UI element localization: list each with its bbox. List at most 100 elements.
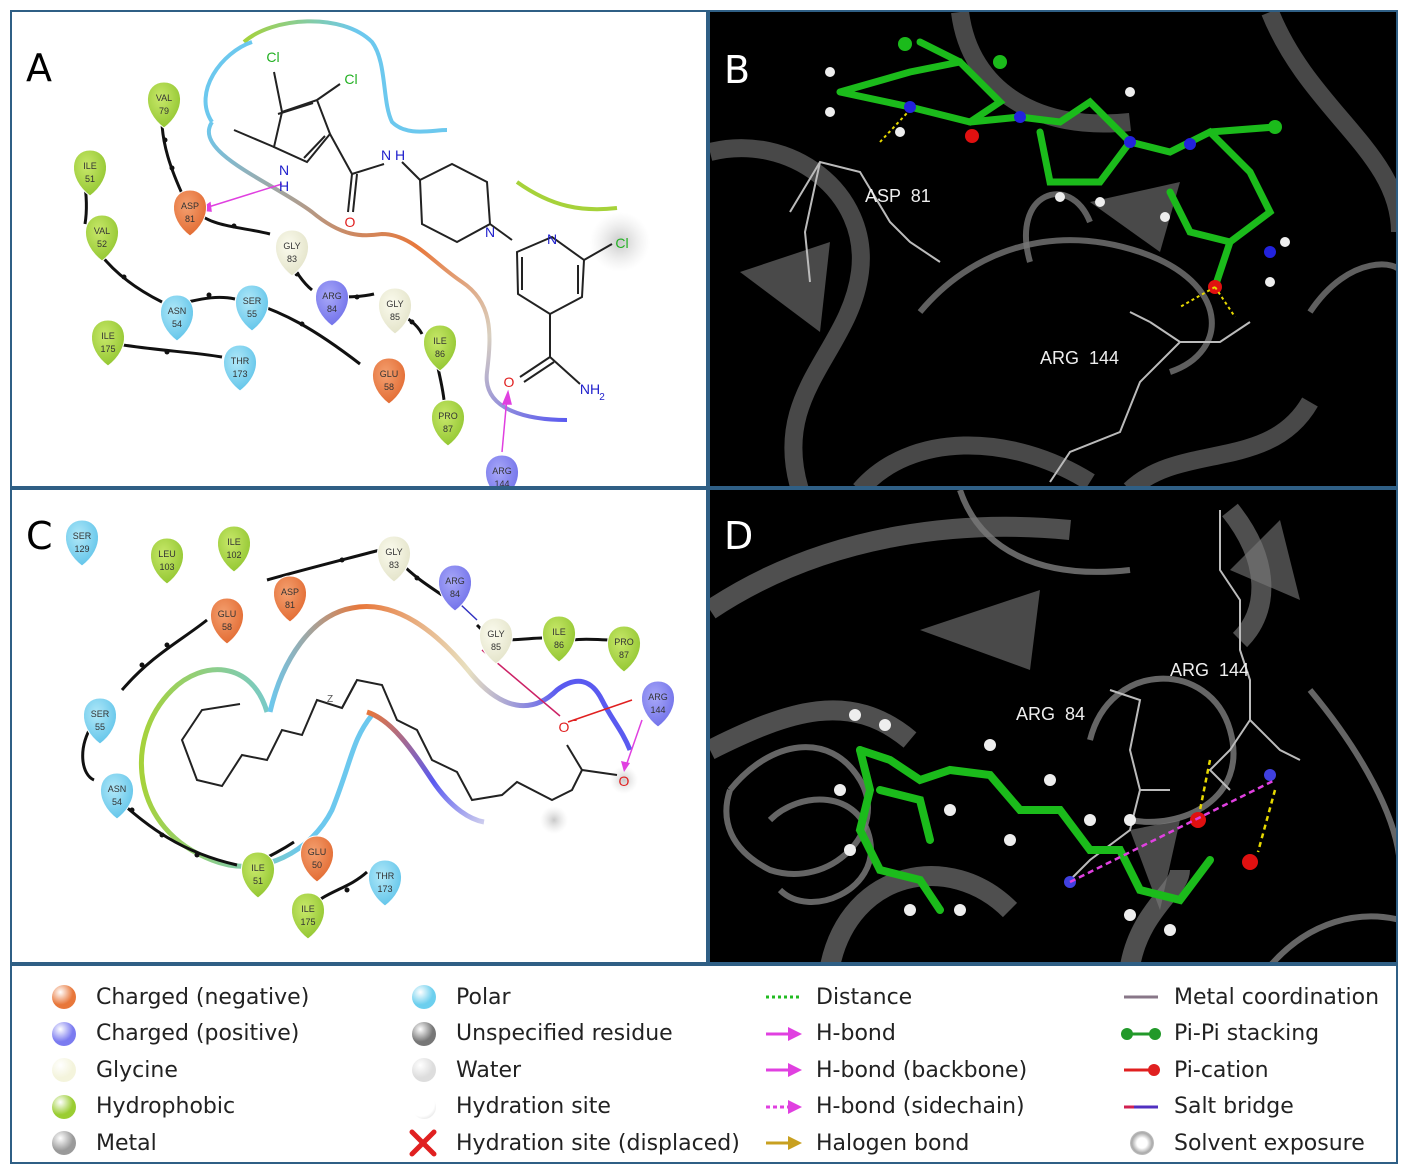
backbone-trace (81, 548, 613, 912)
residue-number: 51 (253, 876, 263, 886)
ligand-atoms (825, 37, 1290, 294)
residue-glyph (173, 189, 207, 237)
atom-label: 2 (599, 392, 605, 403)
residue-number: 83 (389, 560, 399, 570)
residue-number: 175 (300, 917, 315, 927)
legend-symbol-ball-icon (40, 1126, 86, 1160)
legend-symbol-cross-icon (400, 1126, 446, 1160)
atom-label: O (619, 773, 630, 789)
atom-label: N (547, 231, 557, 247)
atom-label: - (573, 711, 578, 727)
residue-name: GLY (283, 241, 300, 251)
residue-glyph (423, 324, 457, 372)
atom-label: N (279, 162, 289, 178)
residue-label-arg84: ARG 84 (1016, 704, 1085, 724)
residue-glyph (273, 575, 307, 623)
residue-name: ARG (492, 466, 512, 476)
legend-symbol-line-icon (1118, 980, 1164, 1014)
legend-symbol-hydration-icon (400, 1090, 446, 1124)
legend-symbol-solvent-icon (1118, 1126, 1164, 1160)
legend-symbol-arrow-icon (760, 1126, 806, 1160)
pocket-contour (203, 40, 253, 124)
residue-glyph (147, 81, 181, 129)
legend-label: H-bond (816, 1021, 896, 1046)
residue-name: LEU (158, 549, 176, 559)
residue-number: 54 (112, 797, 122, 807)
residue-number: 52 (97, 239, 107, 249)
solvent-exposure-marker (590, 212, 650, 272)
legend-item: Solvent exposure (1118, 1126, 1365, 1160)
legend-symbol-ball-icon (40, 980, 86, 1014)
legend-item: Distance (760, 980, 912, 1014)
panel-c-ligand-interaction-diagram: C (10, 488, 708, 964)
legend-item: Glycine (40, 1053, 178, 1087)
legend-label: H-bond (backbone) (816, 1057, 1028, 1083)
ligand-sticks (836, 38, 1279, 291)
residue-label-asp81: ASP 81 (865, 186, 931, 206)
legend-item: Water (400, 1053, 521, 1087)
residue-glyph (210, 597, 244, 645)
atom-label: O (559, 719, 570, 735)
ligand-chain (180, 678, 618, 802)
residue-number: 103 (159, 562, 174, 572)
residue-number: 85 (491, 642, 501, 652)
legend-symbol-ball-icon (400, 980, 446, 1014)
legend-symbol-dasharrow-icon (760, 1090, 806, 1124)
residue-glyph (315, 279, 349, 327)
residue-number: 55 (95, 722, 105, 732)
residue-glyph (368, 859, 402, 907)
residue-name: SER (91, 709, 110, 719)
residue-name: SER (73, 531, 92, 541)
residue-name: GLY (487, 629, 504, 639)
residue-number: 144 (650, 705, 665, 715)
residue-glyph (479, 617, 513, 665)
residue-glyph (217, 525, 251, 573)
legend-item: Hydrophobic (40, 1090, 235, 1124)
legend-item: H-bond (sidechain) (760, 1090, 1025, 1124)
atom-label: Z (327, 694, 333, 705)
residue-leu103: LEU 103 (150, 537, 184, 585)
legend-label: Hydration site (456, 1094, 611, 1119)
panel-a-ligand-interaction-diagram: A (10, 10, 708, 488)
residue-name: VAL (156, 93, 172, 103)
residue-number: 58 (222, 622, 232, 632)
atom-label: NH (580, 381, 600, 397)
residue-name: ILE (433, 336, 447, 346)
residue-name: ASP (281, 587, 299, 597)
legend-symbol-ball-icon (40, 1053, 86, 1087)
atom-label: N (381, 147, 391, 163)
residue-glyph (83, 697, 117, 745)
pocket-contour (366, 709, 485, 825)
residue-name: GLY (386, 299, 403, 309)
legend-symbol-ball-icon (40, 1090, 86, 1124)
legend-label: Glycine (96, 1057, 178, 1083)
residue-glyph (241, 851, 275, 899)
residue-number: 81 (185, 214, 195, 224)
residue-sticks (789, 160, 1251, 483)
residue-glyph (378, 287, 412, 335)
legend-label: Charged (negative) (96, 984, 310, 1010)
residue-name: VAL (94, 226, 110, 236)
residue-glyph (431, 399, 465, 447)
residue-glyph (607, 625, 641, 673)
residue-glyph (377, 535, 411, 583)
residue-glyph (73, 149, 107, 197)
legend-label: Metal coordination (1174, 984, 1380, 1010)
residue-name: ARG (445, 576, 465, 586)
panel-letter-c: C (26, 514, 53, 558)
panel-b-3d-render: B (708, 10, 1398, 488)
atom-label: O (345, 214, 356, 230)
panel-letter-b: B (724, 48, 751, 92)
residue-glyph (91, 319, 125, 367)
residue-number: 86 (435, 349, 445, 359)
